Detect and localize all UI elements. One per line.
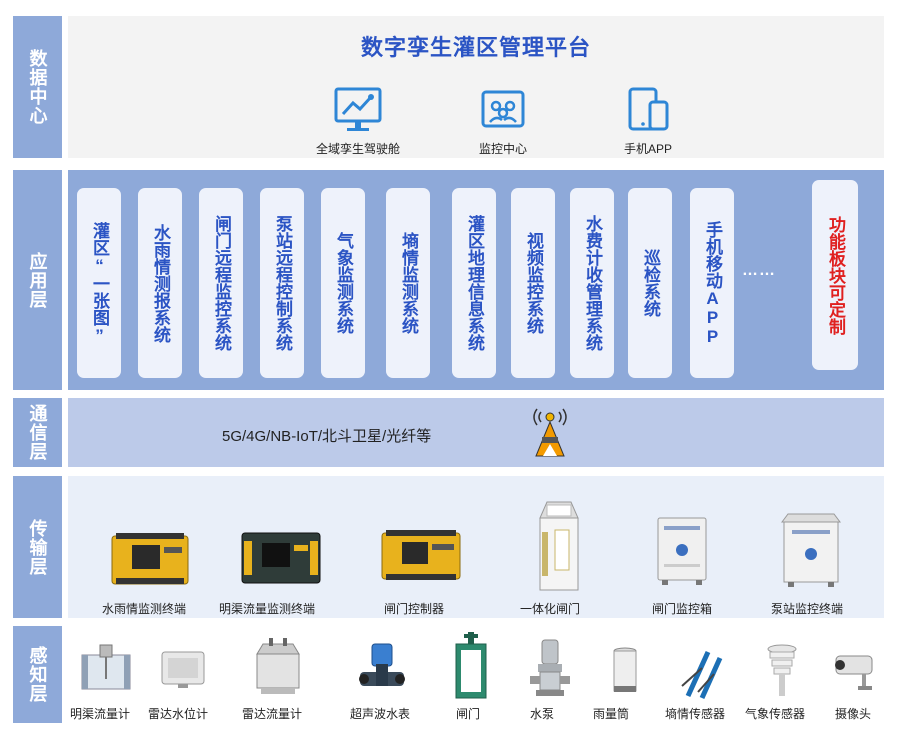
module-card-inspection[interactable]: 巡检系统 [628, 188, 672, 378]
device-label-channel-flow: 明渠流量监测终端 [219, 602, 316, 616]
more-modules-ellipsis: …… [742, 262, 776, 279]
mobile-tablet-icon [628, 87, 669, 131]
module-card-map[interactable]: 灌区“一张图” [77, 188, 121, 378]
device-label-gate-monitor-box: 闸门监控箱 [652, 602, 713, 616]
side-label-application: 应用层 [13, 170, 62, 390]
data-center-panel: 数字孪生灌区管理平台 全域孪生驾驶舱 监控中心 手机APP [68, 16, 884, 158]
gate-controller-image [381, 530, 461, 580]
sensor-label-weather: 气象传感器 [745, 707, 806, 721]
sensor-label-camera: 摄像头 [835, 707, 872, 721]
device-label-integrated-gate: 一体化闸门 [520, 602, 581, 616]
sensor-label-rain-gauge: 雨量筒 [593, 707, 630, 721]
dashboard-monitor-icon [334, 87, 382, 131]
sensor-label-gate: 闸门 [456, 707, 481, 721]
channel-flowmeter-image [81, 644, 131, 690]
platform-title: 数字孪生灌区管理平台 [360, 35, 591, 60]
sensor-label-channel-flowmeter: 明渠流量计 [70, 707, 131, 721]
module-card-weather[interactable]: 气象监测系统 [321, 188, 365, 378]
device-label-gate-controller: 闸门控制器 [384, 602, 445, 616]
dashboard-item[interactable]: 全域孪生驾驶舱 [298, 86, 418, 157]
radar-flowmeter-image [256, 638, 300, 694]
side-label-communication: 通信层 [13, 398, 62, 467]
communication-methods: 5G/4G/NB-IoT/北斗卫星/光纤等 [222, 428, 432, 445]
sensor-label-radar-level: 雷达水位计 [148, 707, 209, 721]
sensor-label-ultrasonic-meter: 超声波水表 [350, 707, 411, 721]
soil-moisture-sensor-image [681, 650, 723, 700]
module-card-hydrology[interactable]: 水雨情测报系统 [138, 188, 182, 378]
sensor-label-pump: 水泵 [530, 707, 555, 721]
hydrology-terminal-image [111, 533, 189, 585]
pump-station-terminal-image [781, 513, 841, 587]
communication-panel [68, 398, 884, 467]
device-label-hydrology: 水雨情监测终端 [102, 602, 187, 616]
signal-tower-icon [533, 408, 567, 457]
channel-flow-terminal-image [241, 532, 321, 584]
side-label-transmission: 传输层 [13, 476, 62, 618]
sensor-label-soil-moisture: 墒情传感器 [665, 707, 726, 721]
side-label-perception: 感知层 [13, 626, 62, 723]
gate-image [455, 632, 487, 699]
monitor-center-label: 监控中心 [478, 142, 527, 156]
camera-image [835, 655, 873, 690]
module-card-pump-control[interactable]: 泵站远程控制系统 [260, 188, 304, 378]
transmission-panel [68, 476, 884, 618]
module-card-mobile[interactable]: 手机移动APP [690, 188, 734, 378]
module-card-video[interactable]: 视频监控系统 [511, 188, 555, 378]
sensor-label-radar-flow: 雷达流量计 [242, 707, 303, 721]
module-card-gis[interactable]: 灌区地理信息系统 [452, 188, 496, 378]
device-label-pump-station: 泵站监控终端 [771, 602, 844, 616]
module-card-soil[interactable]: 墒情监测系统 [386, 188, 430, 378]
module-card-custom[interactable]: 功能板块可定制 [812, 180, 858, 370]
ultrasonic-water-meter-image [359, 643, 405, 686]
module-card-gate-control[interactable]: 闸门远程监控系统 [199, 188, 243, 378]
rain-gauge-image [613, 647, 637, 692]
dashboard-label: 全域孪生驾驶舱 [315, 142, 400, 156]
radar-level-meter-image [161, 651, 205, 688]
side-label-data-center: 数据中心 [13, 16, 62, 158]
monitor-center-item[interactable]: 监控中心 [443, 86, 563, 157]
integrated-gate-image [539, 501, 579, 591]
mobile-app-label: 手机APP [623, 142, 672, 156]
weather-sensor-image [767, 644, 797, 696]
water-pump-image [530, 639, 570, 696]
gate-monitor-box-image [657, 517, 707, 585]
mobile-app-item[interactable]: 手机APP [588, 86, 708, 157]
people-group-icon [481, 90, 525, 128]
module-card-fee[interactable]: 水费计收管理系统 [570, 188, 614, 378]
